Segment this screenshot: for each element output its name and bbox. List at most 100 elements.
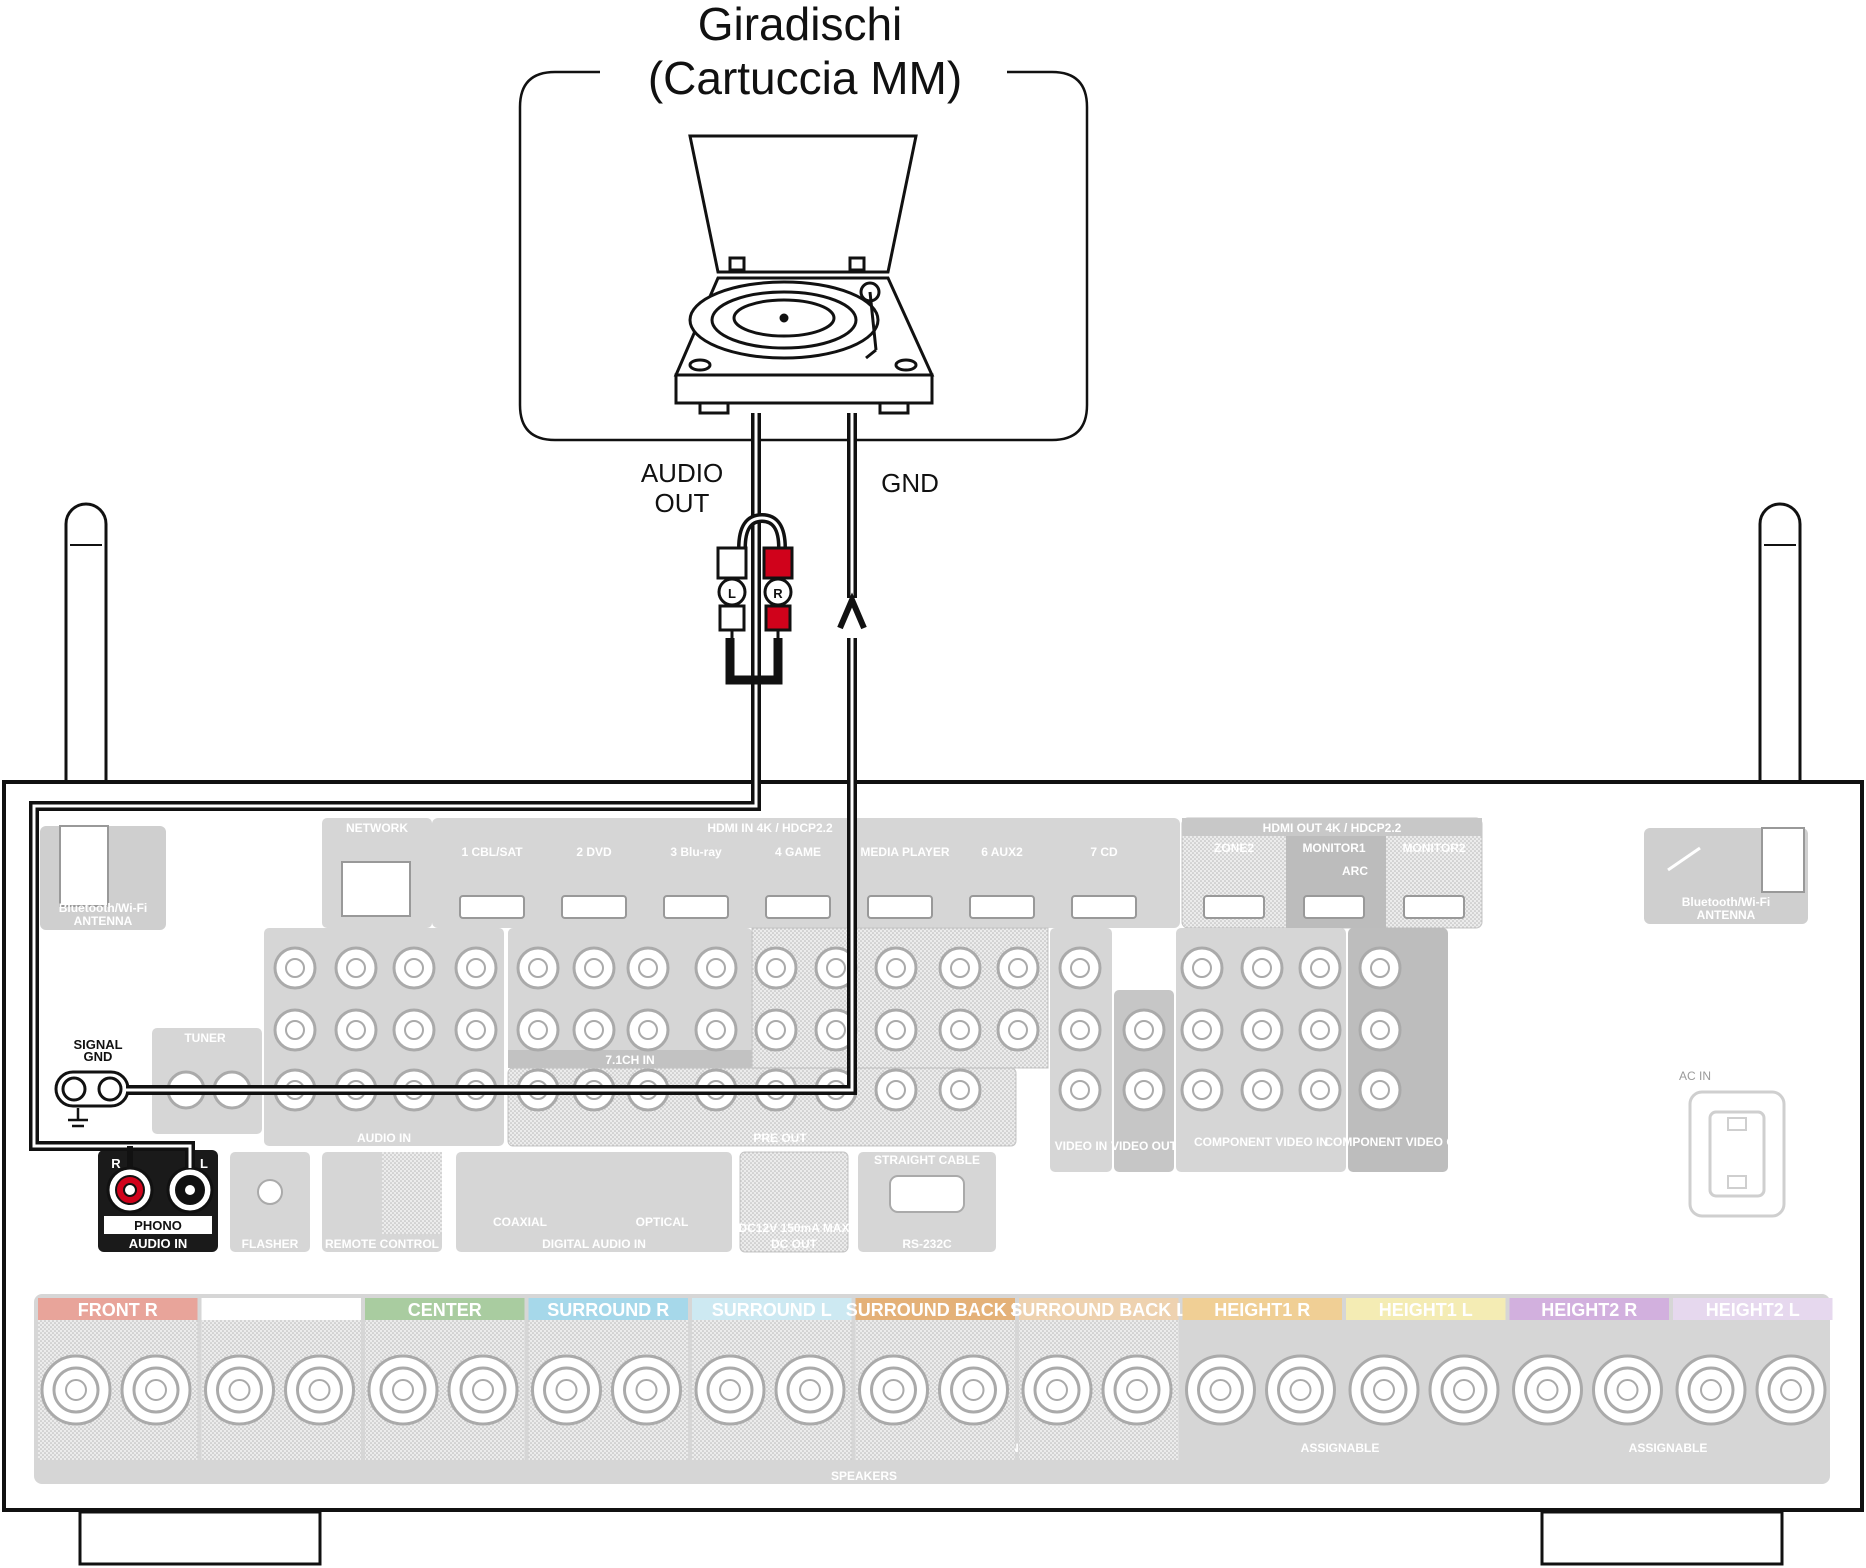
- bt-left-label-line1: Bluetooth/Wi-Fi: [59, 901, 148, 915]
- video-jack-center: [1134, 1080, 1154, 1100]
- hdmi-out-port-label: ZONE2: [1214, 841, 1254, 855]
- speaker-label-band: [692, 1298, 852, 1320]
- bluetooth-icon: [1667, 846, 1701, 872]
- foot-left: [78, 1510, 322, 1566]
- rca-jack-center: [285, 958, 305, 978]
- hdmi-out-port[interactable]: [1303, 895, 1365, 919]
- hdmi-in-label: HDMI IN 4K / HDCP2.2: [707, 821, 833, 835]
- device-frame: [518, 70, 1089, 442]
- rca-jack-center: [528, 1020, 548, 1040]
- rca-jack-center: [826, 1020, 846, 1040]
- video-jack-center: [1070, 1020, 1090, 1040]
- antenna-right: [1758, 502, 1802, 814]
- hdmi-out-port-label: MONITOR1: [1302, 841, 1365, 855]
- hdmi-in-port-label: 3 Blu-ray: [670, 845, 722, 859]
- rca-jack-center: [404, 958, 424, 978]
- hdmi-out-port[interactable]: [1403, 895, 1465, 919]
- bt-right-label-line2: ANTENNA: [1697, 908, 1756, 922]
- video-jack-center: [1370, 1080, 1390, 1100]
- hdmi-in-port[interactable]: [459, 895, 525, 919]
- phono-input-block[interactable]: R L PHONO AUDIO IN: [98, 1150, 218, 1252]
- phono-l-label: L: [200, 1156, 208, 1171]
- speaker-binding-post-center: [1780, 1379, 1802, 1401]
- video-area: VIDEO IN VIDEO OUT COMPONENT VIDEO IN CO…: [1050, 928, 1472, 1172]
- ground-icon: [68, 1108, 88, 1128]
- hdmi-out-port[interactable]: [1203, 895, 1265, 919]
- signal-gnd-label-line2: GND: [84, 1049, 113, 1064]
- plug-r-label: R: [773, 586, 783, 601]
- speaker-terminal-block: CENTER: [365, 1298, 525, 1460]
- speaker-terminal-block: FRONT R: [38, 1298, 198, 1460]
- rca-jack-center: [826, 958, 846, 978]
- network-label: NETWORK: [346, 821, 408, 835]
- speaker-label-band: [1346, 1298, 1506, 1320]
- speaker-binding-post-center: [1453, 1379, 1475, 1401]
- speaker-label: HEIGHT1 L: [1379, 1300, 1473, 1320]
- rca-jack-center: [466, 958, 486, 978]
- speaker-binding-post-center: [882, 1379, 905, 1401]
- speaker-binding-post-center: [719, 1379, 741, 1401]
- hdmi-in-port[interactable]: [1071, 895, 1137, 919]
- speaker-label-band: [1019, 1298, 1179, 1320]
- speaker-binding-post-center: [308, 1379, 331, 1401]
- rca-jack-center: [706, 1020, 726, 1040]
- video-jack-center: [1192, 958, 1212, 978]
- speaker-label-band: [38, 1298, 198, 1320]
- hdmi-in-port[interactable]: [867, 895, 933, 919]
- hdmi-in-port[interactable]: [969, 895, 1035, 919]
- video-jack-center: [1134, 1020, 1154, 1040]
- video-jack-center: [1252, 1080, 1272, 1100]
- turntable-icon: [673, 134, 935, 415]
- speaker-label-band: [1182, 1298, 1342, 1320]
- video-out-label: VIDEO OUT: [1111, 1139, 1178, 1153]
- flasher-label: FLASHER: [242, 1237, 299, 1251]
- video-jack-center: [1310, 1020, 1330, 1040]
- speaker-label: SURROUND BACK R: [846, 1300, 1025, 1320]
- speaker-binding-post-center: [1126, 1379, 1148, 1401]
- assignable-label-2: ASSIGNABLE: [1301, 1441, 1380, 1455]
- speaker-binding-post-center: [228, 1379, 251, 1401]
- hdmi-in-port-label: 2 DVD: [576, 845, 612, 859]
- rca-jack-center: [950, 1020, 970, 1040]
- component-video-in-label: COMPONENT VIDEO IN: [1194, 1135, 1328, 1149]
- hdmi-in-port[interactable]: [765, 895, 831, 919]
- video-jack-center: [1370, 1020, 1390, 1040]
- hdmi-in-port-label: 7 CD: [1090, 845, 1118, 859]
- device-title-line1: Giradischi: [698, 0, 903, 50]
- speaker-terminal-block: FRONT L: [201, 1298, 361, 1460]
- rca-jack-center: [1008, 958, 1028, 978]
- speaker-label-band: [528, 1298, 688, 1320]
- video-jack-center: [1252, 1020, 1272, 1040]
- hdmi-in-port-label: 5 MEDIA PLAYER: [850, 845, 949, 859]
- remote-control-label: REMOTE CONTROL: [325, 1237, 439, 1251]
- speaker-binding-post-center: [962, 1379, 985, 1401]
- rca-jack-center: [346, 1020, 366, 1040]
- rca-jack-center: [528, 958, 548, 978]
- speaker-binding-post-center: [65, 1379, 87, 1401]
- rca-jack-center: [584, 958, 604, 978]
- device-title-line2: (Cartuccia MM): [648, 52, 962, 104]
- hdmi-in-port-label: 4 GAME: [775, 845, 821, 859]
- video-jack-center: [1192, 1020, 1212, 1040]
- rca-jack-center: [886, 958, 906, 978]
- pre-out-label: PRE OUT: [753, 1131, 807, 1145]
- speaker-binding-post-center: [392, 1379, 414, 1401]
- coaxial-label: COAXIAL: [493, 1215, 547, 1229]
- video-jack-center: [1310, 958, 1330, 978]
- hdmi-in-port[interactable]: [561, 895, 627, 919]
- audio-out-label-line1: AUDIO: [641, 458, 723, 488]
- hdmi-in-port[interactable]: [663, 895, 729, 919]
- ch71-in-label: 7.1CH IN: [605, 1053, 654, 1067]
- video-jack-center: [1192, 1080, 1212, 1100]
- speaker-label-band: [201, 1298, 361, 1320]
- rs232c-label: RS-232C: [902, 1237, 952, 1251]
- video-in-label: VIDEO IN: [1055, 1139, 1108, 1153]
- rca-jack-center: [706, 958, 726, 978]
- gnd-cable: [126, 413, 867, 1095]
- rca-jack-center: [638, 958, 658, 978]
- speaker-binding-post-center: [472, 1379, 494, 1401]
- speaker-terminal-block: HEIGHT2 R: [1509, 1298, 1669, 1426]
- rca-jack-center: [886, 1080, 906, 1100]
- rca-jack-center: [950, 958, 970, 978]
